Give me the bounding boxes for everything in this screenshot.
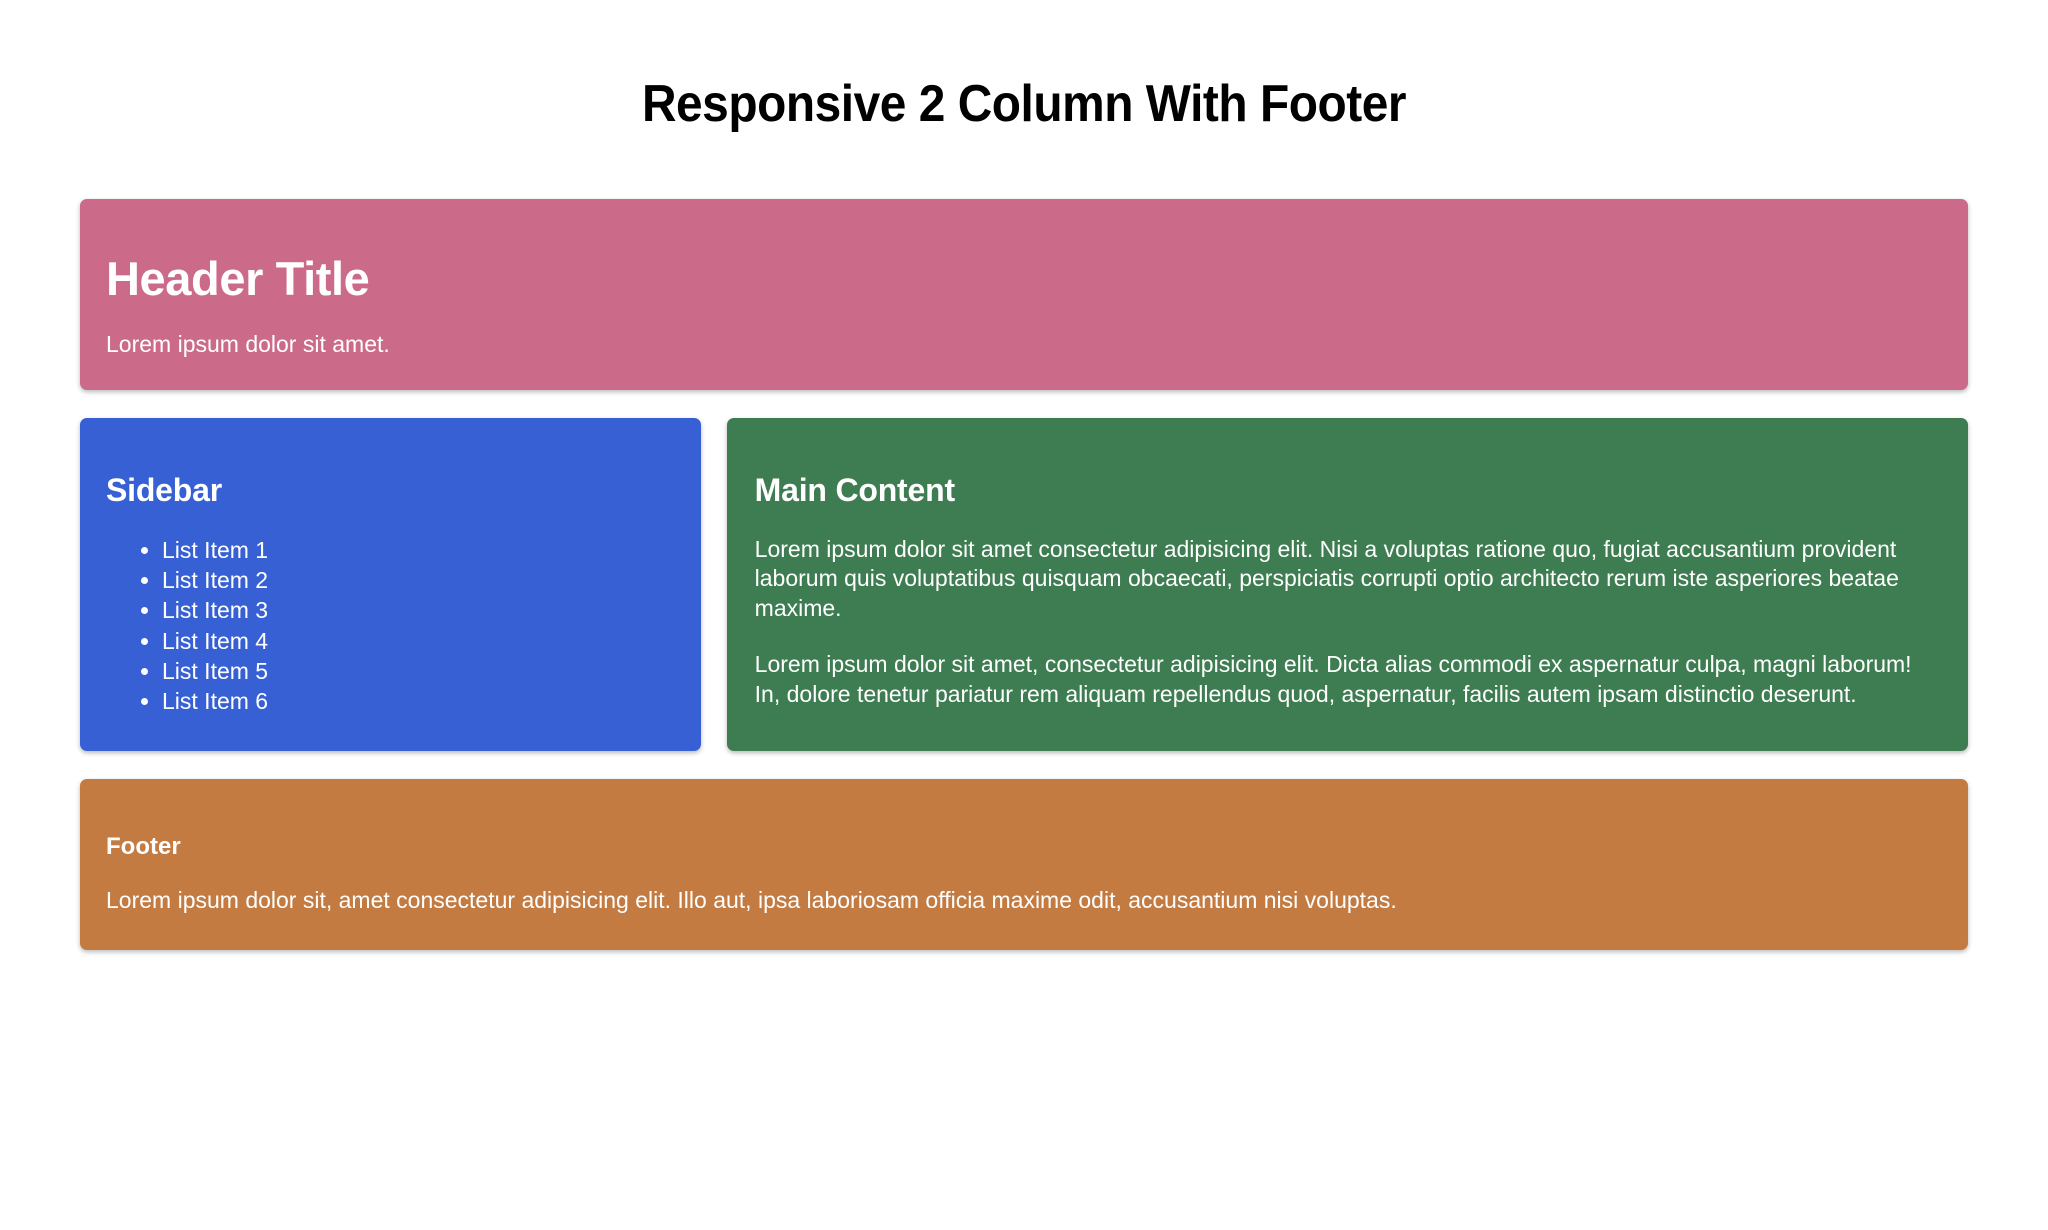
main-content-section: Main Content Lorem ipsum dolor sit amet … xyxy=(726,417,1968,751)
footer-title: Footer xyxy=(106,832,181,860)
list-item[interactable]: List Item 4 xyxy=(162,626,675,656)
sidebar-section: Sidebar List Item 1 List Item 2 List Ite… xyxy=(80,417,701,751)
list-item[interactable]: List Item 5 xyxy=(162,656,675,686)
sidebar-list: List Item 1 List Item 2 List Item 3 List… xyxy=(106,535,675,717)
main-content-paragraph: Lorem ipsum dolor sit amet consectetur a… xyxy=(754,535,1899,622)
page-title: Responsive 2 Column With Footer xyxy=(641,75,1407,133)
header-title: Header Title xyxy=(106,252,370,306)
header-section: Header Title Lorem ipsum dolor sit amet. xyxy=(80,199,1968,390)
list-item[interactable]: List Item 1 xyxy=(162,535,675,565)
main-content-paragraph: Lorem ipsum dolor sit amet, consectetur … xyxy=(754,651,1912,708)
list-item[interactable]: List Item 2 xyxy=(162,565,675,595)
footer-text: Lorem ipsum dolor sit, amet consectetur … xyxy=(106,887,1397,914)
main-content-title: Main Content xyxy=(754,471,955,508)
sidebar-title: Sidebar xyxy=(106,471,222,508)
list-item[interactable]: List Item 6 xyxy=(162,686,675,716)
list-item[interactable]: List Item 3 xyxy=(162,595,675,625)
layout-grid: Header Title Lorem ipsum dolor sit amet.… xyxy=(80,133,1968,951)
header-subtitle: Lorem ipsum dolor sit amet. xyxy=(106,330,390,357)
footer-section: Footer Lorem ipsum dolor sit, amet conse… xyxy=(80,778,1968,951)
